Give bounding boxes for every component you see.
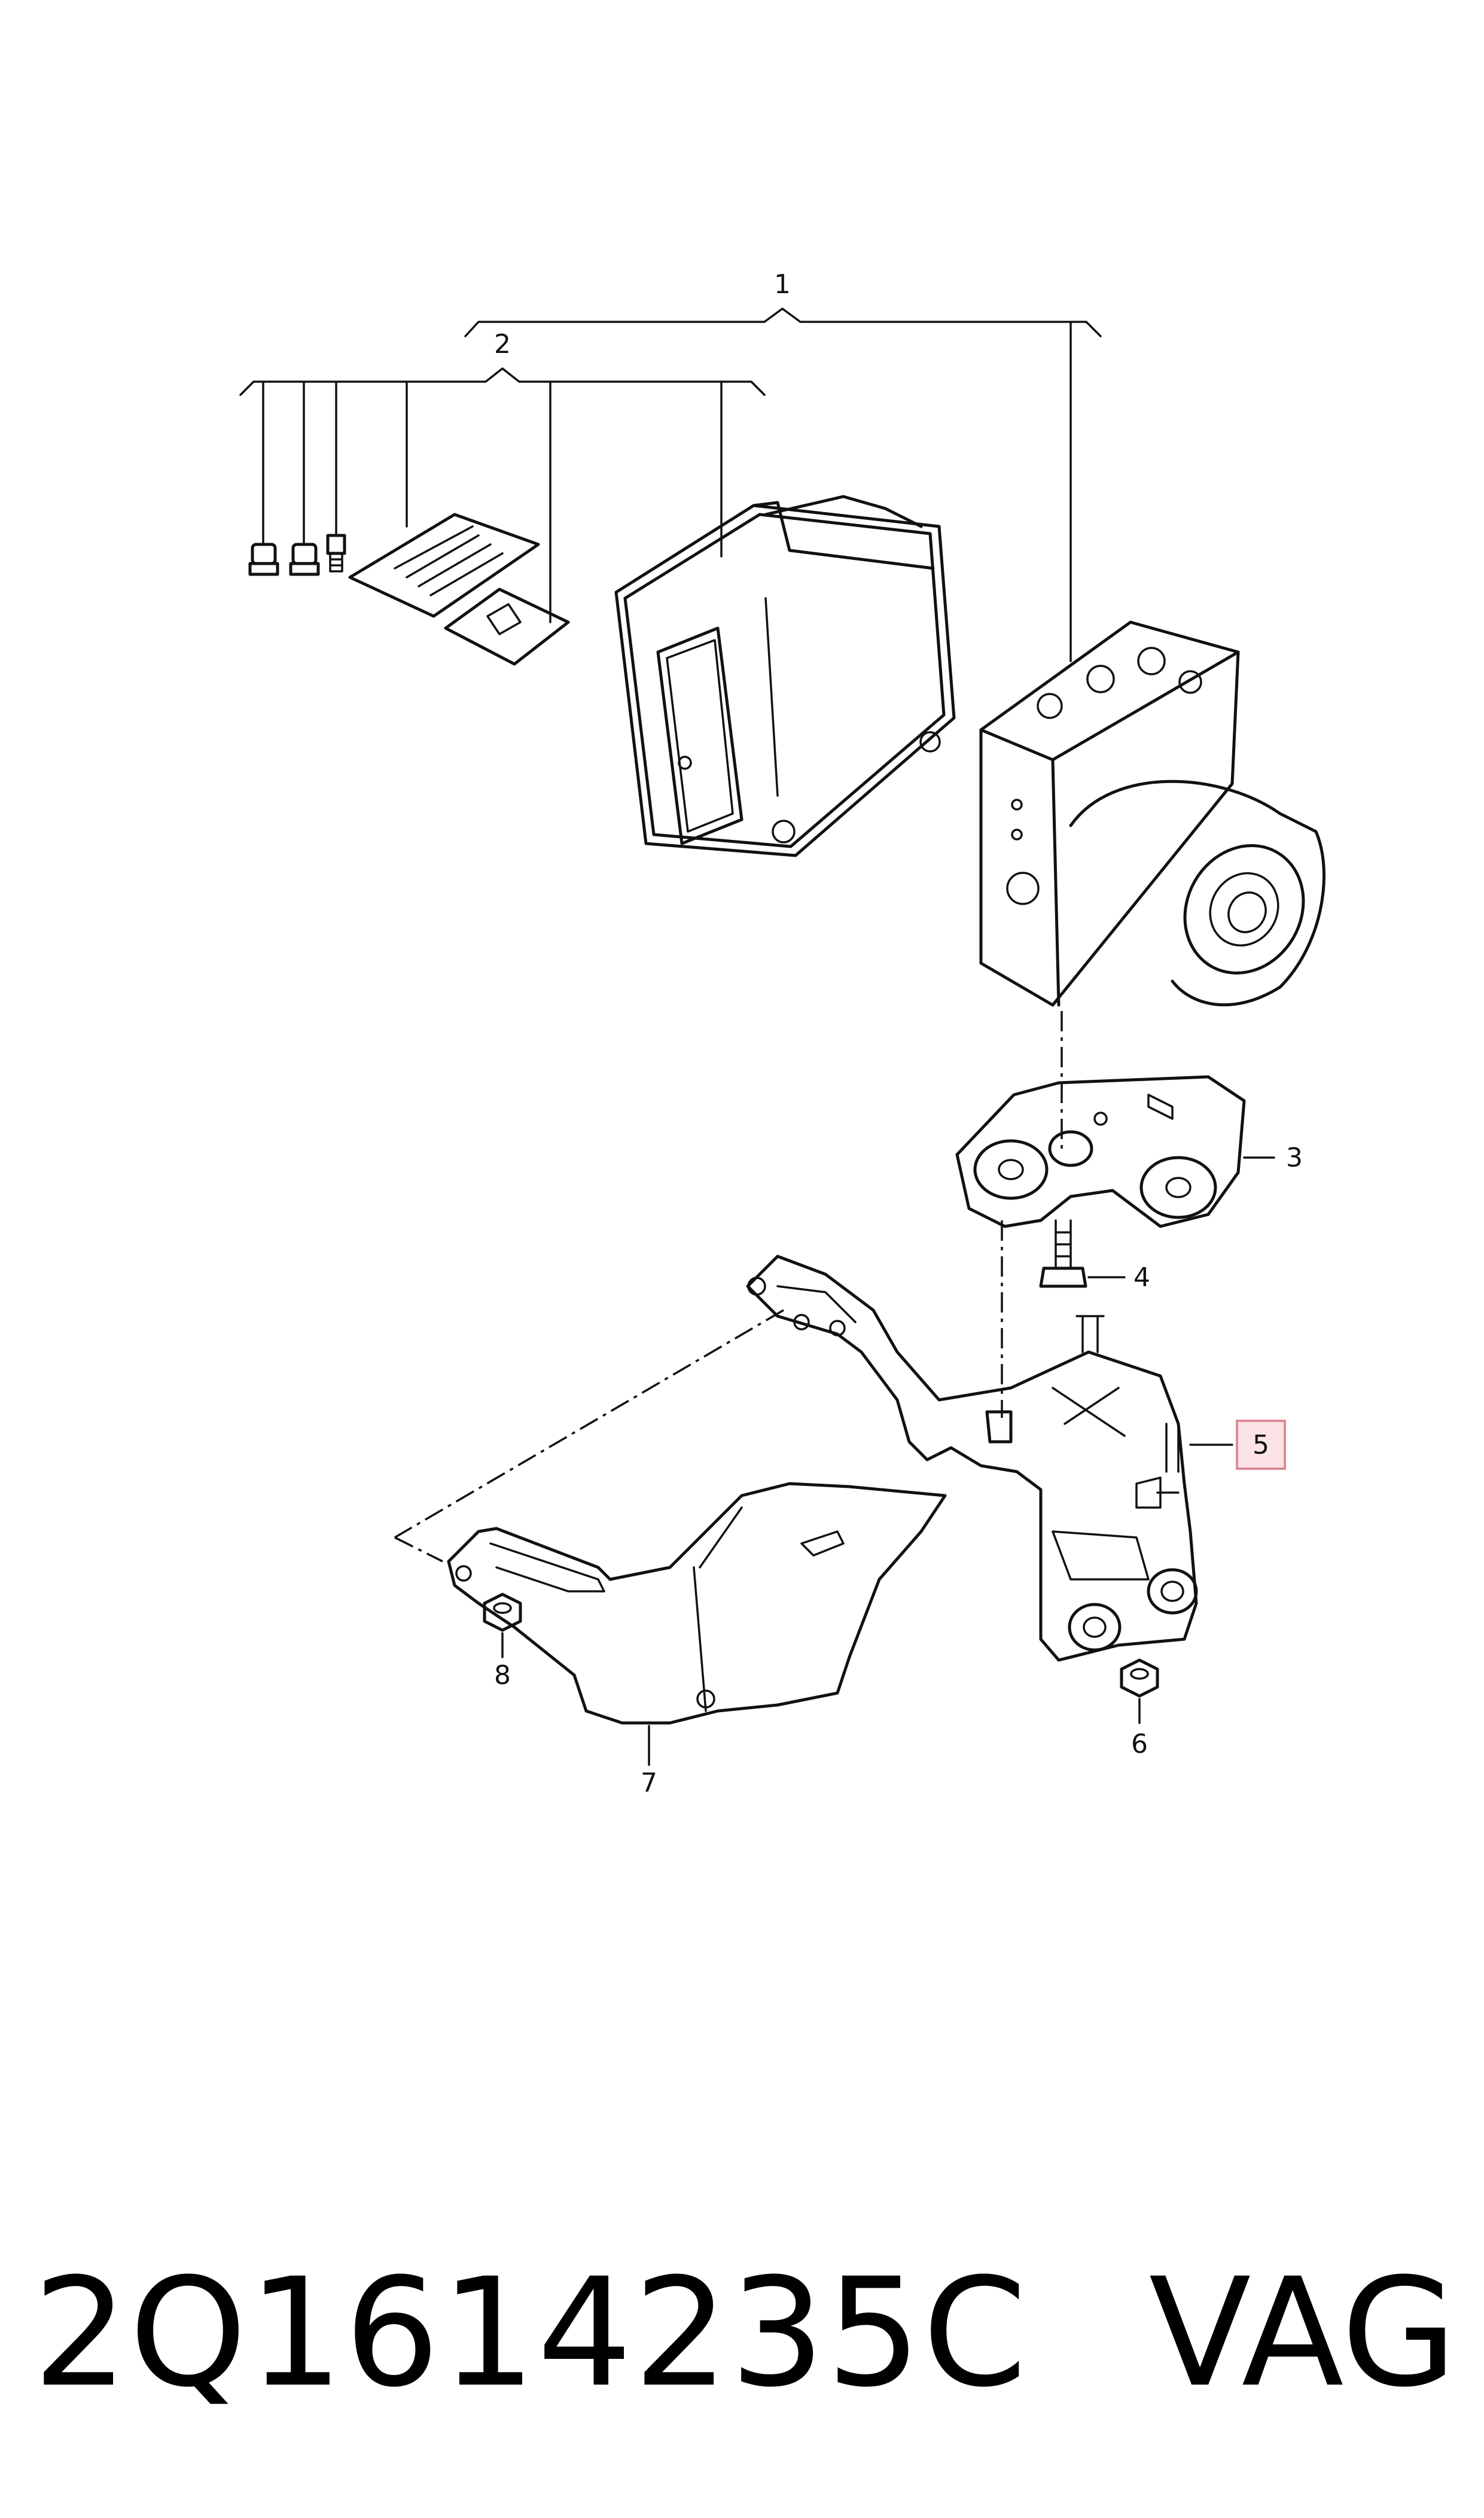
callout-4: 4 (1133, 1262, 1150, 1293)
bracket-group-1 (464, 307, 1102, 662)
alignment-line-shield (394, 1309, 784, 1539)
callout-5: 5 (1253, 1430, 1269, 1460)
label-sticker-icon (444, 587, 570, 666)
nut-6-icon (1120, 1658, 1159, 1698)
callout-6: 6 (1131, 1729, 1148, 1759)
part-number: 2Q1614235C (33, 2246, 1028, 2420)
callout-3: 3 (1286, 1143, 1303, 1173)
callout-1: 1 (774, 269, 791, 300)
callout-5-highlight (1236, 1420, 1286, 1470)
nut-8-icon (483, 1593, 522, 1632)
brand: VAG (1148, 2246, 1457, 2420)
abs-control-unit-icon (614, 495, 956, 857)
callout-7: 7 (641, 1768, 657, 1798)
bolt-small-b-icon (289, 543, 320, 576)
bolt-small-a-icon (248, 543, 279, 576)
bracket-group-2 (239, 367, 766, 623)
callout-8: 8 (494, 1660, 511, 1691)
screw-small-icon (326, 534, 346, 573)
instruction-sheet-icon (348, 513, 540, 618)
mounting-bracket-icon (746, 1255, 1198, 1662)
bolt-4-icon (1039, 1219, 1087, 1288)
damper-plate-icon (955, 1075, 1246, 1228)
callout-2: 2 (494, 329, 511, 360)
footer: 2Q1614235C VAG (0, 2237, 1484, 2429)
heat-shield-icon (447, 1482, 947, 1725)
hydraulic-unit-icon (979, 620, 1325, 1007)
